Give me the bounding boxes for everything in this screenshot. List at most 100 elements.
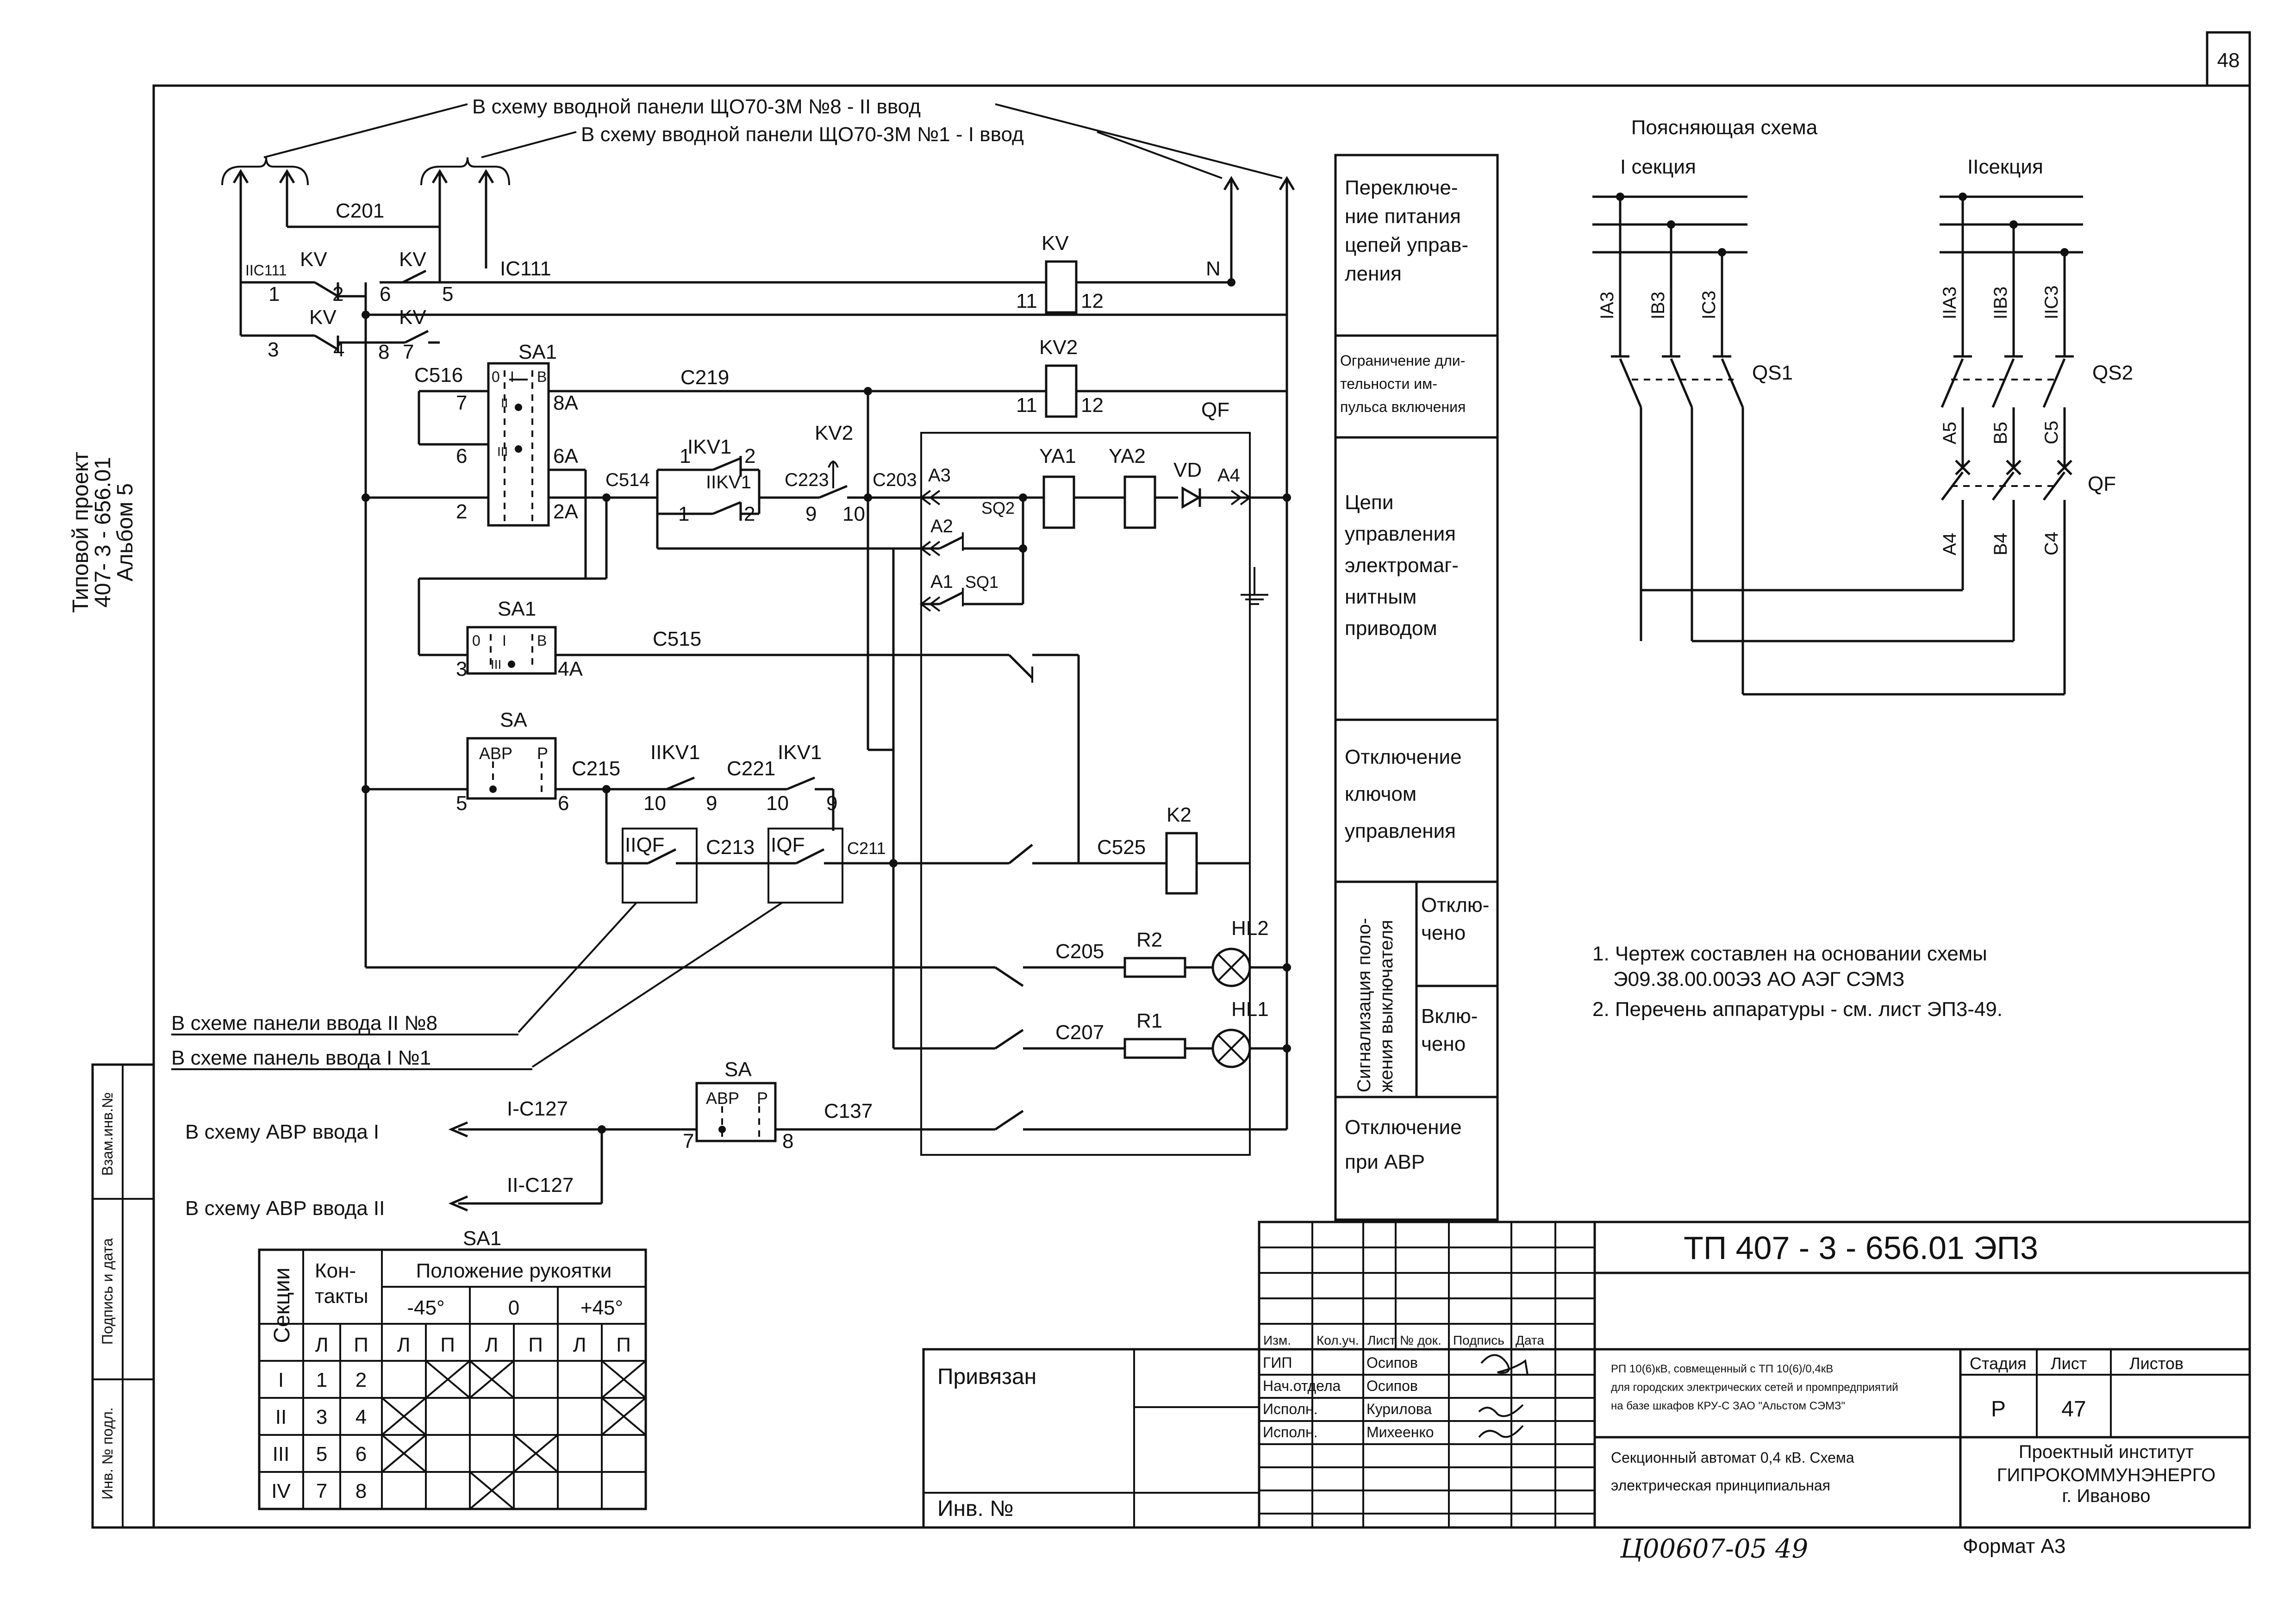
sa1-lp-5: П — [528, 1334, 543, 1356]
sa-pos-abp: АВР — [479, 744, 512, 763]
expl-b4: В4 — [1990, 533, 2011, 555]
note-1b: Э09.38.00.00Э3 АО АЭГ СЭМЗ — [1613, 968, 1904, 991]
vd-label: VD — [1173, 459, 1202, 481]
wire-c205: С205 — [1055, 940, 1104, 963]
wire-iic111: IIС111 — [245, 262, 287, 279]
kv-t2: 2 — [332, 283, 343, 305]
sa1-col-position: Положение рукоятки — [416, 1259, 612, 1282]
ikv1-c-t10: 10 — [766, 792, 789, 815]
fn-switch-power-line-2: цепей управ- — [1345, 234, 1468, 256]
sa-section: SA АВР Р 5 6 С215 IIKV1 10 9 С221 IKV1 1… — [362, 709, 1250, 1068]
sa1-cross-0-2 — [469, 1360, 515, 1399]
tb-staff-name-3: Михеенко — [1366, 1424, 1434, 1440]
expl-b5: В5 — [1990, 422, 2011, 444]
sa-avr-switch — [695, 1082, 777, 1142]
hl2-label: HL2 — [1231, 917, 1269, 940]
fn-impulse-limit-line-0: Ограничение дли- — [1340, 352, 1465, 369]
expl-a4: А4 — [1940, 533, 1960, 555]
sa1-cross-3-2 — [469, 1471, 515, 1510]
wire-c137: С137 — [824, 1100, 873, 1122]
sa1-row-section-2: III — [273, 1443, 290, 1465]
ikv1-t1: 1 — [680, 445, 691, 468]
wire-c525: С525 — [1097, 836, 1146, 859]
tb-inst-1: Проектный институт — [2019, 1442, 2194, 1462]
sa1-lp-6: Л — [573, 1334, 586, 1356]
k2-label: K2 — [1167, 804, 1192, 826]
sa1-lp-3: П — [440, 1334, 455, 1356]
term-a2: A2 — [930, 516, 953, 536]
expl-qs1: QS1 — [1752, 362, 1793, 384]
tb-inst-3: г. Иваново — [2062, 1486, 2150, 1506]
expl-ic3: IС3 — [1699, 291, 1719, 319]
tb-sheet-label: Лист — [2051, 1354, 2087, 1373]
sa1l-t3: 3 — [456, 658, 467, 680]
sa1-cross-2-3 — [513, 1434, 559, 1473]
tb-staff-role-2: Исполн. — [1263, 1401, 1318, 1417]
tb-desc-1: РП 10(6)кВ, совмещенный с ТП 10(6)/0,4кВ — [1611, 1363, 1833, 1375]
wire-iic127: II-С127 — [507, 1174, 574, 1197]
qf-label: QF — [1201, 399, 1229, 421]
tb-header-3: № док. — [1400, 1333, 1441, 1347]
kv2-t10: 10 — [842, 503, 865, 525]
tb-header-0: Изм. — [1263, 1333, 1291, 1347]
side-title: Типовой проект 407- 3 - 656.01 Альбом 5 — [69, 452, 137, 613]
ya1-coil — [1042, 475, 1075, 529]
sa1-lp-1: П — [354, 1334, 368, 1356]
sa1-col-sections-text: Секции — [270, 1267, 294, 1343]
kv-coil-t11: 11 — [1016, 290, 1037, 312]
tb-staff-role-0: ГИП — [1263, 1354, 1292, 1371]
kv-section: IIС111 KV KV KV KV 1 2 3 4 6 5 8 7 IС1 — [239, 227, 1287, 363]
wire-c207: С207 — [1055, 1021, 1104, 1044]
sa1u-t8a: 8А — [553, 392, 578, 414]
expl-title: Поясняющая схема — [1631, 116, 1818, 139]
sa1-upper-switch — [487, 362, 550, 527]
expl-qf: QF — [2088, 473, 2116, 495]
fn-drive-circuits-line-3: нитным — [1345, 586, 1416, 608]
kv-t4: 4 — [333, 338, 344, 361]
expl-section2: IIсекция — [1967, 156, 2043, 178]
ikv1-t2: 2 — [744, 445, 755, 468]
tb-privyazan: Привязан — [937, 1365, 1036, 1389]
page-number-box — [2206, 31, 2251, 87]
sa1-cross-0-5 — [601, 1360, 647, 1399]
fn-avr-off-line-1: при АВР — [1345, 1151, 1425, 1173]
expl-iib3: IIВ3 — [1990, 287, 2011, 319]
expl-iic3: IIС3 — [2041, 286, 2062, 319]
kv-t8: 8 — [378, 341, 389, 363]
sa1-angle-2: +45° — [580, 1297, 623, 1319]
ref-avr1: В схему АВР ввода I — [185, 1121, 379, 1143]
iikv1-c-t10: 10 — [643, 792, 666, 815]
sa1-cross-0-1 — [425, 1360, 471, 1399]
sa-avr-t8: 8 — [782, 1130, 793, 1153]
fn-signal-group-line-0: Сигнализация поло- — [1354, 918, 1374, 1092]
wire-c221: С221 — [727, 757, 775, 780]
wire-c515: С515 — [653, 628, 701, 650]
avr-section: SA АВР Р 7 8 С137 I-С127 В схему АВР вво… — [185, 1058, 1287, 1220]
sa1-col-sections: Секции — [270, 1267, 294, 1343]
expl-qs2: QS2 — [2092, 362, 2133, 384]
tb-inst-2: ГИПРОКОММУНЭНЕРГО — [1997, 1465, 2216, 1485]
left-stamp: Взам.инв.№ Подпись и дата Инв. № подл. — [91, 1063, 155, 1529]
sq1-label: SQ1 — [965, 573, 998, 592]
fn-switch-power-line-1: ние питания — [1345, 205, 1461, 228]
tb-sheets-label: Листов — [2129, 1354, 2184, 1373]
kv2-coil-label: KV2 — [1039, 336, 1078, 359]
kv-t7: 7 — [403, 341, 414, 363]
sa1-upper-label: SA1 — [518, 341, 557, 363]
wire-c213: С213 — [706, 836, 755, 859]
sa1-row-l-0: 1 — [316, 1369, 327, 1391]
tb-format: Формат А3 — [1963, 1535, 2065, 1558]
kv-t6: 6 — [380, 283, 391, 305]
tb-header-5: Дата — [1516, 1333, 1544, 1347]
fn-impulse-limit-line-2: пульса включения — [1340, 399, 1466, 415]
expl-ib3: IВ3 — [1648, 292, 1668, 319]
wire-ic127: I-С127 — [507, 1097, 568, 1120]
sa1-row-p-0: 2 — [356, 1369, 367, 1391]
sa-t6: 6 — [558, 792, 569, 815]
r1-resistor — [1123, 1038, 1186, 1059]
ref-avr2: В схему АВР ввода II — [185, 1197, 385, 1220]
fn-drive-circuits-line-4: приводом — [1345, 617, 1437, 640]
